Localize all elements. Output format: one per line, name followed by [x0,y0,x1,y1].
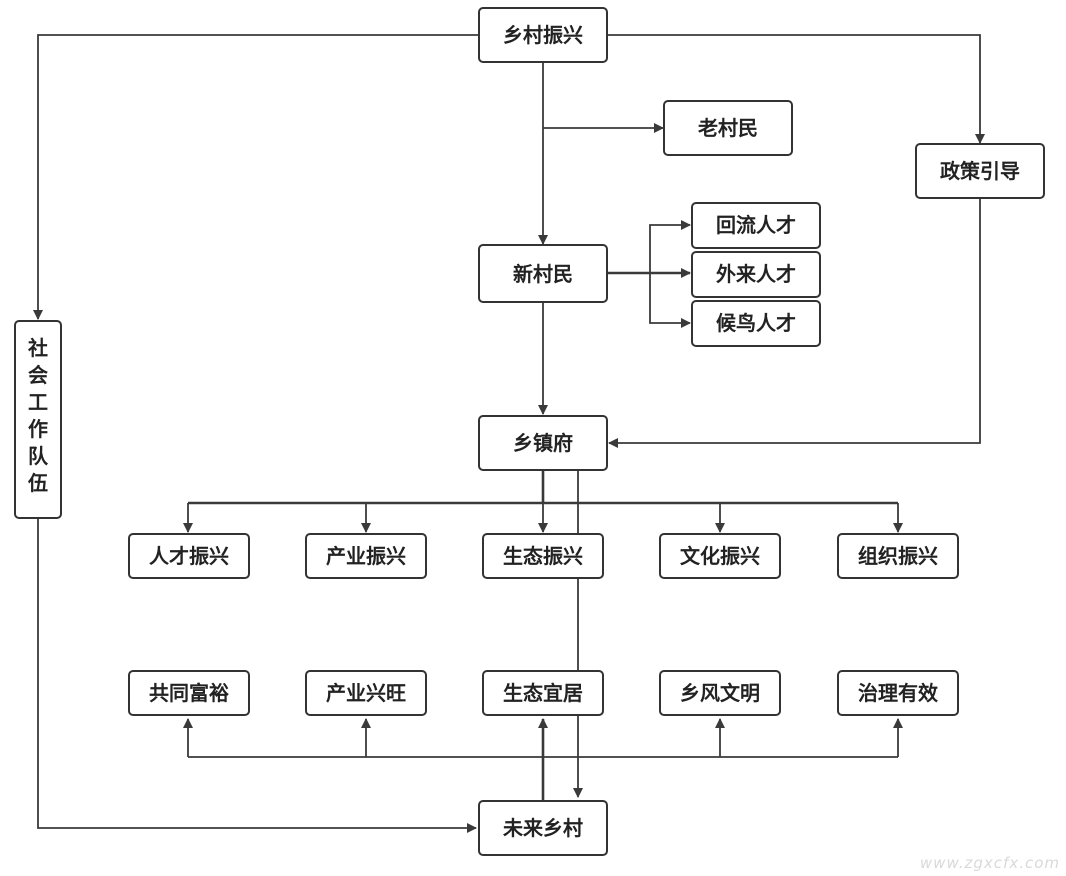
node-township-government-label: 乡镇府 [513,431,573,455]
node-new-villagers: 新村民 [478,244,608,303]
node-organization-revitalization-label: 组织振兴 [858,544,938,568]
node-township-government: 乡镇府 [478,415,608,471]
node-ecology-revitalization-label: 生态振兴 [503,544,583,568]
node-talent-revitalization-label: 人才振兴 [149,544,229,568]
node-policy-guidance: 政策引导 [915,143,1045,199]
node-policy-guidance-label: 政策引导 [940,159,1020,183]
node-ecology-revitalization: 生态振兴 [482,533,604,579]
node-new-villagers-label: 新村民 [513,262,573,286]
edge-revitalization-to-social-team [33,34,479,320]
node-thriving-industry: 产业兴旺 [305,670,427,716]
node-returning-talent: 回流人才 [691,202,821,249]
node-organization-revitalization: 组织振兴 [837,533,959,579]
node-returning-talent-label: 回流人才 [716,213,796,237]
node-migratory-talent-label: 候鸟人才 [716,311,796,335]
node-old-villagers-label: 老村民 [698,116,758,140]
nodes: 乡村振兴 老村民 政策引导 新村民 回流人才 外来人才 候鸟人才 社会工作队伍 [14,7,1045,856]
node-livable-ecology: 生态宜居 [482,670,604,716]
node-culture-revitalization: 文化振兴 [659,533,781,579]
edge-social-team-to-future-village [37,518,477,833]
node-civilized-rural-style-label: 乡风文明 [680,681,760,705]
node-rural-revitalization-label: 乡村振兴 [503,23,583,47]
edge-revitalization-to-policy [607,34,985,144]
node-industry-revitalization: 产业振兴 [305,533,427,579]
node-social-work-team-label: 社会工作队伍 [27,336,49,495]
node-thriving-industry-label: 产业兴旺 [326,681,406,705]
node-old-villagers: 老村民 [663,100,793,156]
node-future-village-label: 未来乡村 [503,816,583,840]
node-effective-governance: 治理有效 [837,670,959,716]
edge-new-villagers-to-returning-talent [649,220,691,273]
node-social-work-team: 社会工作队伍 [14,320,62,519]
node-common-prosperity: 共同富裕 [128,670,250,716]
node-future-village: 未来乡村 [478,800,608,856]
edge-policy-to-township [608,198,981,448]
node-effective-governance-label: 治理有效 [858,681,938,705]
node-rural-revitalization: 乡村振兴 [478,7,608,63]
node-livable-ecology-label: 生态宜居 [503,681,583,705]
node-outside-talent: 外来人才 [691,251,821,298]
node-talent-revitalization: 人才振兴 [128,533,250,579]
watermark: www.zgxcfx.com [919,854,1060,872]
node-industry-revitalization-label: 产业振兴 [326,544,406,568]
node-outside-talent-label: 外来人才 [716,262,796,286]
edge-new-villagers-to-migratory-talent [649,273,691,328]
node-migratory-talent: 候鸟人才 [691,300,821,347]
node-civilized-rural-style: 乡风文明 [659,670,781,716]
node-common-prosperity-label: 共同富裕 [149,681,229,705]
edges [33,34,985,833]
node-culture-revitalization-label: 文化振兴 [680,544,760,568]
